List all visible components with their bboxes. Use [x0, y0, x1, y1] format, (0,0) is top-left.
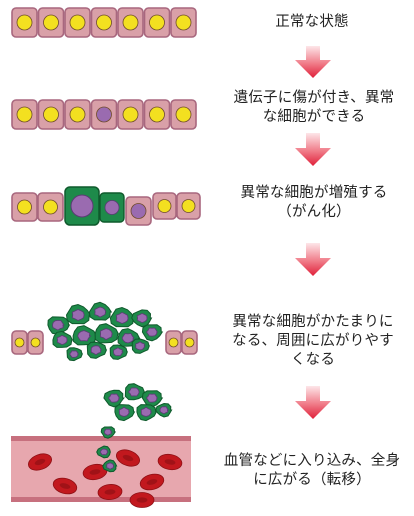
- red-blood-cell: [82, 463, 108, 481]
- cancer-cell: [52, 330, 74, 348]
- normal-cell: [117, 7, 144, 38]
- metastatic-cancer-cell: [141, 390, 164, 408]
- step-4-caption: 異常な細胞がかたまりに なる、周囲に広がりやす くなる: [232, 314, 394, 368]
- cancer-cell: [99, 192, 125, 223]
- normal-cell: [176, 192, 201, 220]
- cancer-cell: [109, 306, 136, 328]
- normal-cell-row: [11, 7, 197, 38]
- abnormal-cell: [125, 196, 152, 226]
- normal-cell: [90, 7, 118, 38]
- normal-cell: [11, 192, 38, 222]
- step-1-caption: 正常な状態: [275, 14, 349, 30]
- metastatic-cancer-cell: [102, 459, 118, 473]
- cancer-cell: [131, 338, 151, 354]
- damaged-cell-row: [11, 99, 197, 130]
- vessel-wall: [11, 497, 191, 502]
- normal-cell: [181, 330, 198, 355]
- metastatic-cancer-cell: [124, 383, 146, 401]
- cancer-cell: [88, 301, 113, 321]
- red-blood-cell: [116, 449, 140, 467]
- blood-vessel: [11, 383, 191, 508]
- red-blood-cell: [28, 453, 52, 471]
- metastatic-cancer-cell: [114, 404, 136, 422]
- arrow-down-icon: [295, 243, 331, 276]
- step-2-caption: 遺伝子に傷が付き、異常 な細胞ができる: [233, 90, 395, 125]
- normal-cell: [143, 7, 171, 38]
- normal-cell: [37, 99, 65, 130]
- step-3-caption: 異常な細胞が増殖する （がん化）: [240, 185, 388, 220]
- metastatic-cancer-cell: [96, 445, 111, 459]
- cancer-cell: [66, 347, 84, 362]
- normal-cell: [11, 7, 38, 38]
- metastatic-cancer-cell: [136, 404, 158, 422]
- red-blood-cell: [129, 492, 155, 508]
- metastatic-cancer-cell: [100, 426, 117, 439]
- normal-cell: [64, 7, 91, 38]
- cancer-cell: [109, 344, 129, 360]
- normal-cell: [27, 330, 44, 355]
- red-blood-cell: [157, 453, 183, 471]
- cancer-cell: [141, 324, 164, 342]
- red-blood-cell: [139, 473, 165, 491]
- red-blood-cell: [52, 477, 78, 495]
- tumor-mass-row: [11, 301, 198, 362]
- cancer-cell: [86, 341, 108, 359]
- arrow-down-icon: [295, 133, 331, 166]
- normal-cell: [37, 7, 65, 38]
- normal-cell: [152, 192, 177, 220]
- cancer-cell: [94, 323, 120, 344]
- normal-cell: [165, 330, 182, 355]
- red-blood-cell: [97, 484, 123, 500]
- step-5-caption: 血管などに入り込み、全身 に広がる（転移）: [223, 453, 401, 488]
- normal-cell: [64, 99, 91, 130]
- metastatic-cancer-cell: [155, 402, 173, 418]
- normal-cell: [143, 99, 171, 130]
- cancer-cell: [65, 303, 92, 325]
- cancer-cell: [64, 186, 100, 226]
- cancer-cell: [131, 309, 153, 328]
- abnormal-cell: [90, 99, 118, 130]
- normal-cell: [170, 99, 197, 130]
- normal-cell: [170, 7, 197, 38]
- cancer-cell: [72, 325, 98, 346]
- normal-cell: [117, 99, 144, 130]
- vessel-wall: [11, 436, 191, 441]
- arrow-down-icon: [295, 386, 331, 419]
- normal-cell: [11, 330, 28, 355]
- proliferating-cell-row: [11, 186, 201, 226]
- normal-cell: [37, 192, 64, 222]
- normal-cell: [11, 99, 38, 130]
- arrow-down-icon: [295, 46, 331, 78]
